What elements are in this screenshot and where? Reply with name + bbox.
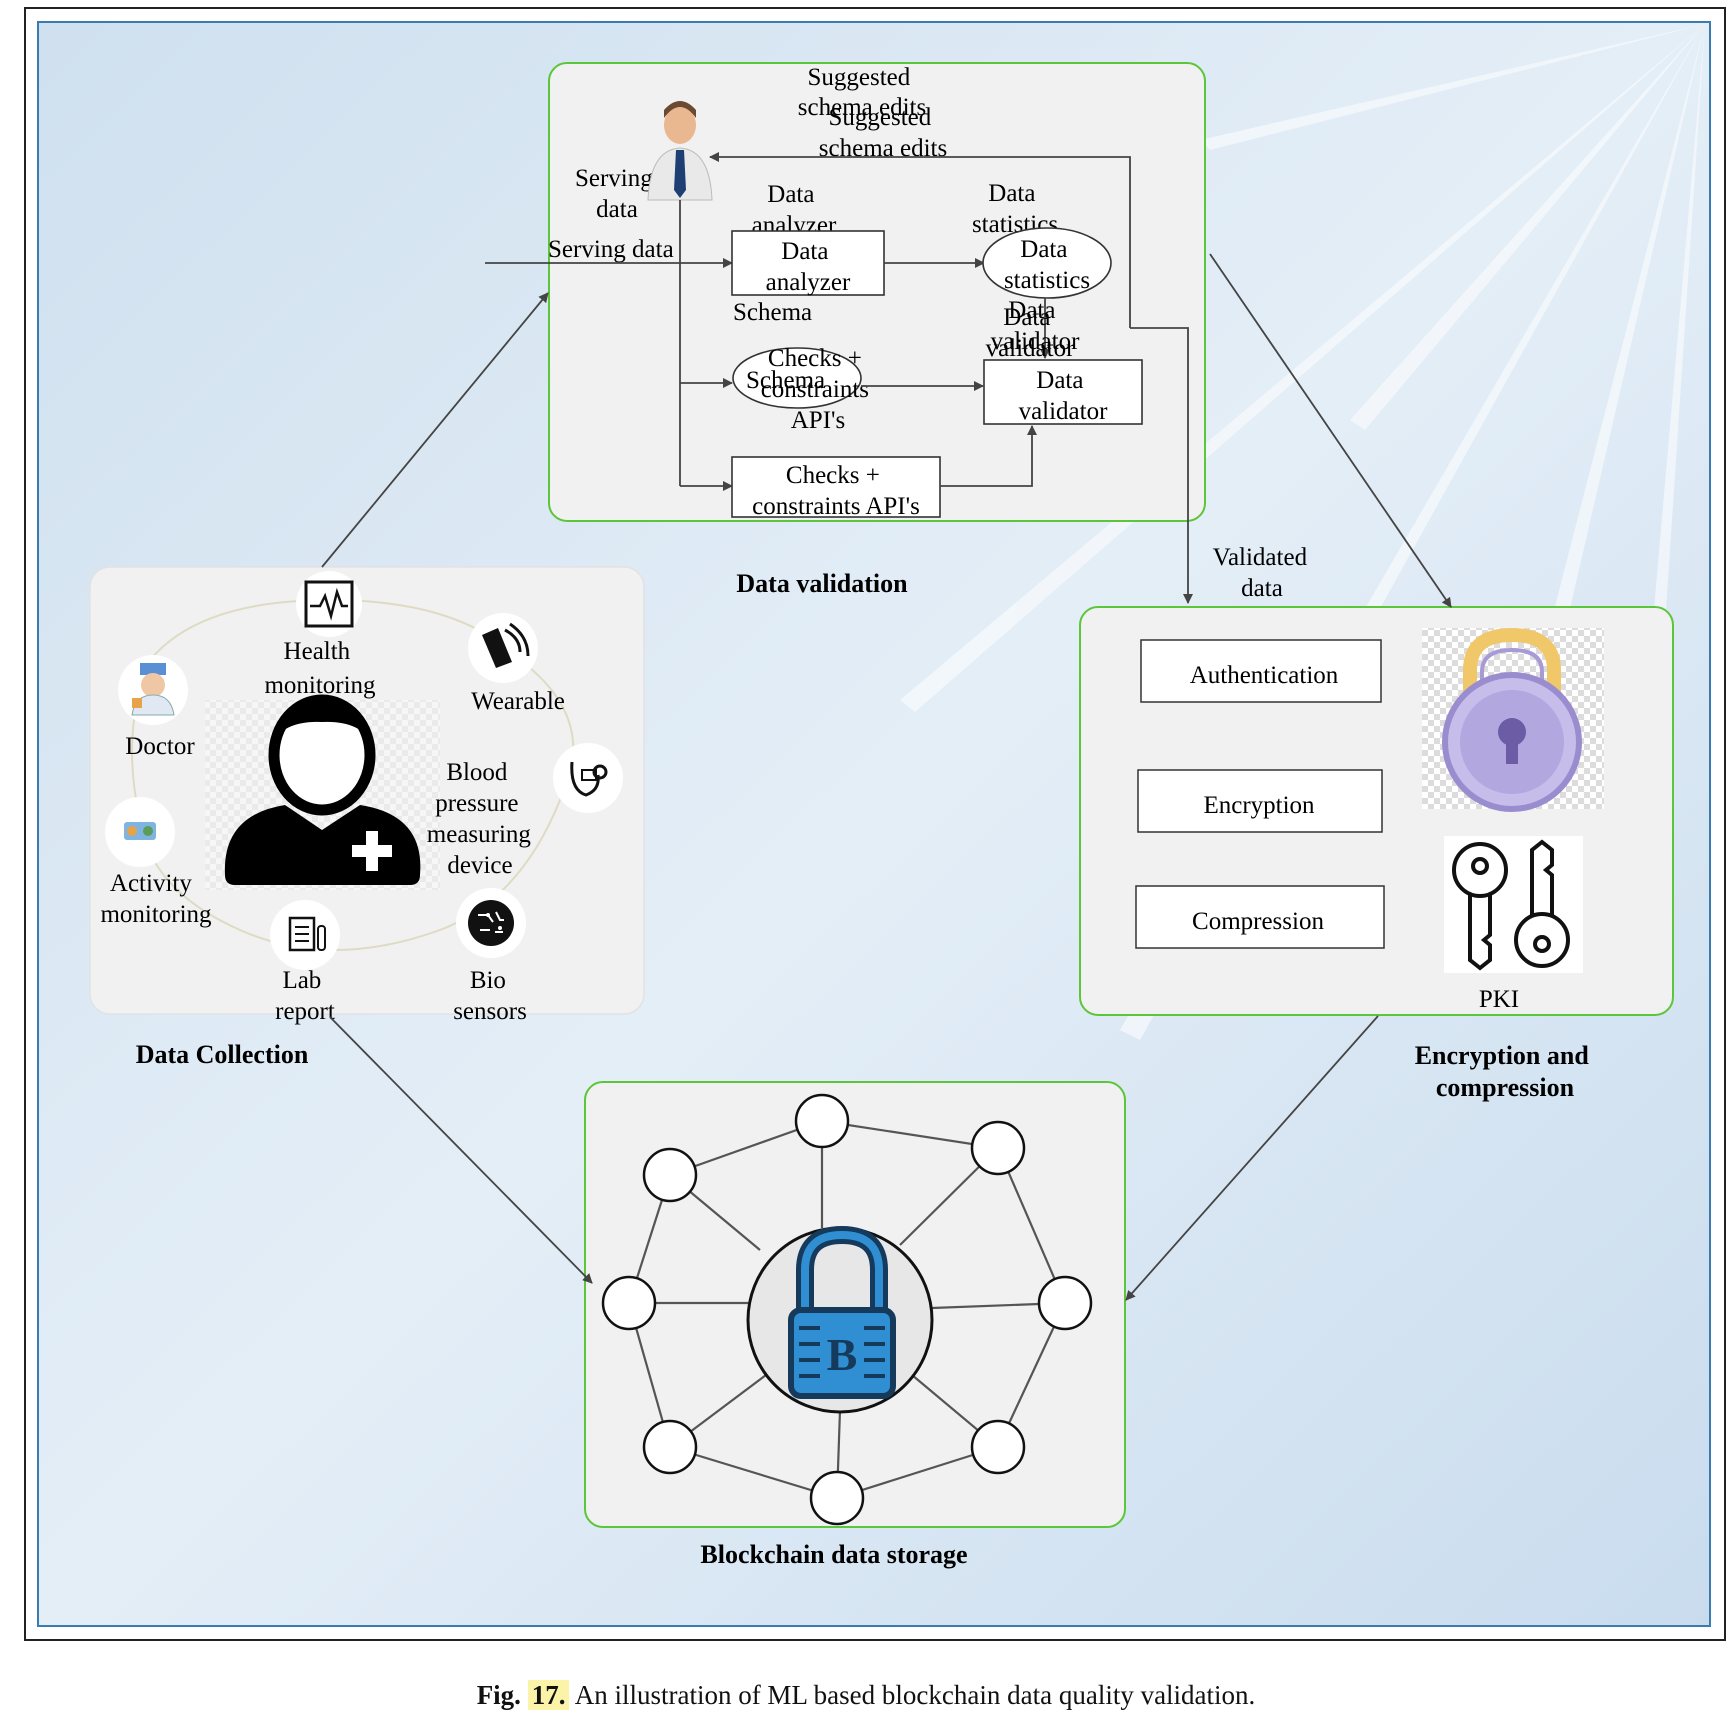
data-statistics-ellipse-text: Data statistics bbox=[1004, 236, 1090, 294]
compression-text: Compression bbox=[1192, 908, 1324, 935]
schema-ellipse bbox=[732, 347, 862, 409]
lab-report-icon bbox=[288, 916, 326, 952]
data-validator-box-text: Data validator bbox=[1019, 367, 1109, 425]
medical-user-icon bbox=[224, 694, 421, 885]
schema-ellipse-text: Schema bbox=[746, 367, 825, 394]
serving-data-label: Serving data bbox=[575, 165, 659, 223]
collection-to-blockchain-arrow bbox=[329, 1016, 593, 1284]
feedback-arrow bbox=[709, 152, 1131, 328]
network-node bbox=[809, 1470, 865, 1526]
wearable-watch-icon bbox=[482, 622, 530, 668]
network-node bbox=[794, 1093, 850, 1149]
pki-keys-icon bbox=[1452, 839, 1570, 971]
network-node bbox=[642, 1419, 698, 1475]
figure-caption: Fig. 17. An illustration of ML based blo… bbox=[0, 1680, 1732, 1711]
data-validation-title: Data validation bbox=[736, 569, 908, 598]
encryption-text: Encryption bbox=[1203, 792, 1315, 819]
checks-constraints-box-text: Checks + constraints API's bbox=[752, 462, 920, 520]
flow-arrows bbox=[321, 253, 1452, 1301]
lab-report-label: Lab report bbox=[275, 967, 335, 1025]
bio-sensors-label: Bio sensors bbox=[453, 967, 527, 1025]
health-icon-bg bbox=[296, 571, 362, 637]
network-node bbox=[642, 1147, 698, 1203]
caption-text: An illustration of ML based blockchain d… bbox=[574, 1680, 1256, 1710]
wearable-label: Wearable bbox=[471, 688, 565, 715]
encryption-panel: Validated data Authentication Encryption… bbox=[1079, 544, 1674, 1102]
collection-to-validation-arrow bbox=[321, 292, 549, 568]
network-node bbox=[970, 1120, 1026, 1176]
caption-label: Fig. bbox=[476, 1680, 521, 1710]
blockchain-title: Blockchain data storage bbox=[700, 1540, 967, 1569]
network-node bbox=[1037, 1275, 1093, 1331]
encryption-to-blockchain-arrow bbox=[1125, 1015, 1379, 1301]
data-validator-box bbox=[983, 359, 1143, 425]
authentication-box bbox=[1140, 639, 1382, 703]
padlock-icon bbox=[1442, 627, 1582, 812]
checks-ellipse-label: Checks + constraints API's bbox=[761, 345, 876, 434]
bio-sensor-chip-icon bbox=[468, 900, 514, 946]
data-statistics-ellipse bbox=[982, 227, 1112, 299]
data-analyzer-box-text: Data analyzer bbox=[766, 238, 851, 296]
pki-label: PKI bbox=[1479, 986, 1519, 1013]
data-validator-label-overlap: Data validator bbox=[991, 297, 1081, 355]
suggested-edits-label: Suggested schema edits bbox=[798, 64, 926, 121]
compression-box bbox=[1135, 885, 1385, 949]
caption-number: 17. bbox=[527, 1680, 570, 1710]
network-nodes bbox=[601, 1093, 1093, 1526]
data-validator-label: Data validator bbox=[986, 304, 1076, 362]
data-collection-panel: Health monitoring Wearable Doctor Blo bbox=[89, 566, 645, 1069]
bitcoin-lock-icon: B bbox=[788, 1225, 896, 1399]
heartbeat-icon bbox=[304, 580, 354, 628]
network-node bbox=[970, 1419, 1026, 1475]
schema-label: Schema bbox=[733, 299, 812, 326]
stethoscope-icon bbox=[570, 761, 608, 797]
doctor-label: Doctor bbox=[125, 733, 195, 760]
bitcoin-symbol: B bbox=[827, 1329, 858, 1380]
serving-data-inline-label: Serving data bbox=[548, 236, 674, 263]
blockchain-panel: B Blockchain data storage bbox=[584, 1081, 1126, 1569]
data-statistics-label: Data statistics bbox=[972, 180, 1058, 238]
blood-pressure-label: Blood pressure measuring device bbox=[427, 759, 537, 879]
health-monitoring-label: Health monitoring bbox=[264, 638, 376, 699]
activity-monitoring-label: Activity monitoring bbox=[100, 870, 212, 928]
data-collection-title: Data Collection bbox=[136, 1040, 309, 1069]
encryption-compression-title: Encryption and compression bbox=[1415, 1041, 1596, 1102]
checks-constraints-box bbox=[731, 456, 941, 518]
activity-icon bbox=[124, 822, 156, 840]
validated-data-label: Validated data bbox=[1213, 544, 1314, 602]
data-scientist-icon bbox=[647, 101, 713, 201]
encryption-box bbox=[1137, 769, 1383, 833]
validation-to-encryption-arrow bbox=[1209, 253, 1452, 608]
authentication-text: Authentication bbox=[1190, 662, 1339, 689]
keys-bg bbox=[1444, 836, 1583, 973]
doctor-icon bbox=[131, 663, 175, 716]
validated-data-arrow bbox=[1130, 327, 1193, 604]
data-validation-panel: Suggested schema edits Suggested schema … bbox=[485, 62, 1206, 604]
network-node bbox=[601, 1275, 657, 1331]
blood-pressure-icon-bg bbox=[553, 743, 623, 813]
data-analyzer-box bbox=[731, 230, 885, 296]
checks-to-validator-arrow bbox=[940, 425, 1037, 487]
